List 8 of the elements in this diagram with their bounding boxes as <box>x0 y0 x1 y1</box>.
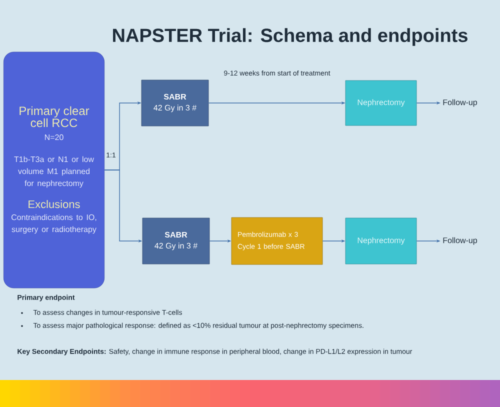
treatment-box: SABR 42 Gy in 3 # <box>141 80 209 126</box>
surgery-box: Nephrectomy <box>345 218 417 264</box>
treatment-box: SABR 42 Gy in 3 # <box>142 218 210 264</box>
surgery-box: Nephrectomy <box>345 80 417 126</box>
primary-population-box: Primary clear cell RCC N=20 T1b-T3a or N1 or low volume M1 planned for nephrectomy Exclusions Contraindications to IO, surgery or radiotherapy <box>3 52 105 288</box>
follow-up-text: Follow-up <box>443 237 477 245</box>
title: NAPSTER Trial: Schema and endpoints <box>113 28 468 46</box>
follow-up-text: Follow-up <box>443 99 477 107</box>
